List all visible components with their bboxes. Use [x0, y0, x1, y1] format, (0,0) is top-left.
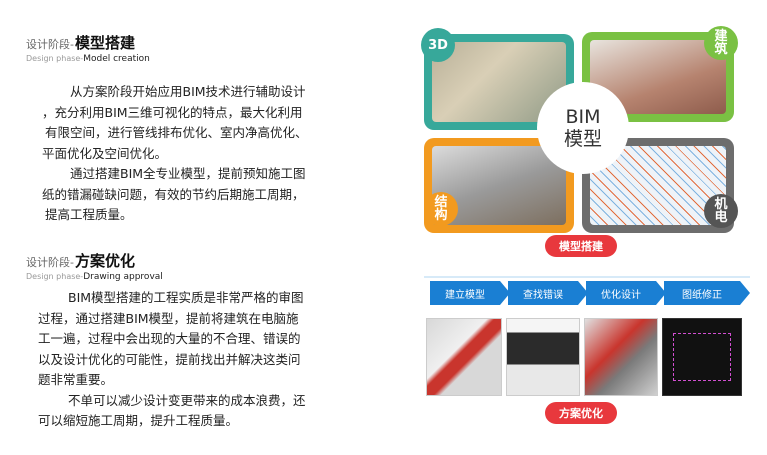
quad-3d	[424, 34, 574, 130]
bim-center-label: BIM 模型	[540, 85, 626, 171]
step-4: 图纸修正	[664, 281, 750, 305]
step-1: 建立模型	[430, 281, 510, 305]
phase-heading: 设计阶段- 模型搭建	[26, 32, 376, 53]
mep-pipes-image	[590, 146, 726, 225]
section-drawing-approval: 设计阶段- 方案优化 Design phase-Drawing approval…	[26, 250, 376, 432]
paragraph: 通过搭建BIM全专业模型，提前预知施工图 纸的错漏碰缺问题，有效的节约后期施工周…	[42, 166, 306, 222]
phase-english: Design phase-Drawing approval	[26, 272, 163, 282]
phase-label: 设计阶段-	[26, 38, 74, 51]
badge-3d: 3D	[421, 28, 455, 62]
phase-label: 设计阶段-	[26, 256, 74, 269]
step-1-image	[426, 318, 502, 396]
badge-mep: 机电	[704, 194, 738, 228]
phase-title: 方案优化	[74, 252, 135, 270]
step-3-image	[584, 318, 658, 396]
phase-heading: 设计阶段- 方案优化	[26, 250, 376, 271]
drawing-outline	[673, 333, 731, 381]
caption-model-creation: 模型搭建	[545, 235, 617, 257]
badge-architecture: 建筑	[704, 26, 738, 60]
phase-title: 模型搭建	[74, 34, 135, 52]
step-4-image	[662, 318, 742, 396]
divider	[424, 276, 750, 278]
paragraph: 从方案阶段开始应用BIM技术进行辅助设计 ，充分利用BIM三维可视化的特点，最大…	[42, 84, 308, 161]
phase-english: Design phase-Model creation	[26, 54, 150, 64]
step-2-image	[506, 318, 580, 396]
section-model-creation: 设计阶段- 模型搭建 Design phase-Model creation 从…	[26, 32, 376, 226]
step-2: 查找错误	[508, 281, 588, 305]
paragraph: 不单可以减少设计变更带来的成本浪费，还 可以缩短施工周期，提升工程质量。	[38, 392, 306, 429]
badge-structure: 结构	[424, 192, 458, 226]
caption-optimization: 方案优化	[545, 402, 617, 424]
step-3: 优化设计	[586, 281, 666, 305]
paragraph: BIM模型搭建的工程实质是非常严格的审图 过程，通过搭建BIM模型，提前将建筑在…	[38, 290, 304, 387]
